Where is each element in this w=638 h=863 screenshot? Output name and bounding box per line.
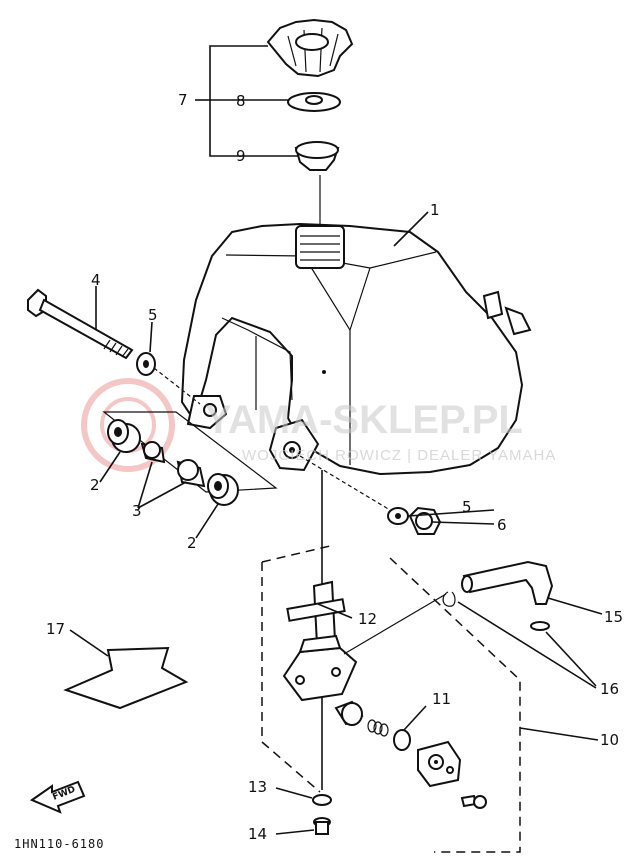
callout-12: 12 [358,610,377,628]
fuel-cock-filter [334,700,364,726]
watermark-main-text: YAMA-SKLEP.PL [205,398,523,442]
forward-direction-arrow: FWD [29,780,86,814]
drain-gasket [312,794,332,806]
callout-16: 16 [600,680,619,698]
fuel-tank [180,175,532,476]
callout-7: 7 [178,91,188,109]
callout-5-left: 5 [148,306,158,324]
lever-screw [460,794,487,809]
damper-group-left [102,411,278,506]
diagram-code: 1HN110-6180 [14,837,104,851]
callout-2-left: 2 [90,476,100,494]
drain-screw [313,817,331,835]
callout-6: 6 [497,516,507,534]
callout-1: 1 [430,201,440,219]
callout-8: 8 [236,92,246,110]
leader-lines [69,211,603,835]
fuel-cock-lever-plate [417,740,462,788]
callout-3: 3 [132,502,142,520]
callout-5-right: 5 [462,498,472,516]
washer-left [136,352,156,376]
callout-9: 9 [236,147,246,165]
warning-label [63,646,189,710]
assembly-boundary [261,545,331,563]
callout-17: 17 [46,620,65,638]
callout-4: 4 [91,271,101,289]
fuel-cock-spring [367,719,389,737]
hose-clip-upper [442,591,456,607]
callout-13: 13 [248,778,267,796]
callout-2-right: 2 [187,534,197,552]
callout-11: 11 [432,690,451,708]
watermark-sub-text: WOJCIECH ROWICZ | DEALER YAMAHA [242,447,556,464]
hose-clip-lower [530,621,550,631]
fuel-hose [461,560,554,605]
flange-nut [408,506,442,535]
callout-bracket-cap [209,45,298,157]
callout-14: 14 [248,825,267,843]
fuel-cock [282,580,358,702]
fuel-cap [266,18,354,78]
cap-seal [294,141,340,171]
callout-10: 10 [600,731,619,749]
washer-right [387,507,409,525]
mounting-bolt [27,288,134,360]
callout-15: 15 [604,608,623,626]
cap-gasket [287,92,341,112]
o-ring [393,729,411,751]
